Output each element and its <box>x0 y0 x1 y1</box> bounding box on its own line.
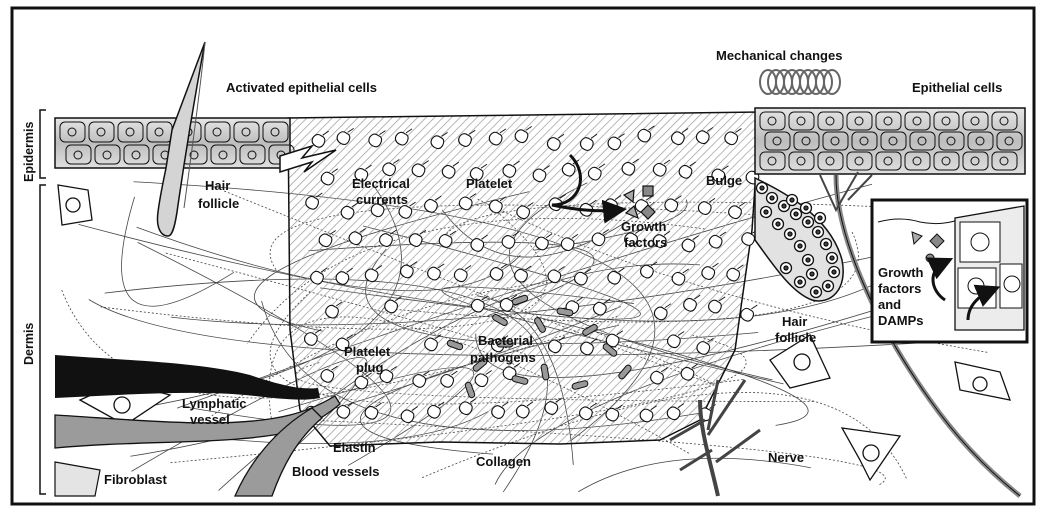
growth-factors-line2: factors <box>624 235 667 250</box>
inset-growth-factors-line4: DAMPs <box>878 313 924 328</box>
dermis-label: Dermis <box>22 323 36 365</box>
inset-growth-factors-line3: and <box>878 297 901 312</box>
hair-follicle-left-line2: follicle <box>198 196 239 211</box>
platelet-plug-line1: Platelet <box>344 344 391 359</box>
electrical-currents-line2: currents <box>356 192 408 207</box>
epidermis-right <box>755 108 1025 174</box>
epidermis-label: Epidermis <box>22 122 36 182</box>
electrical-currents-line1: Electrical <box>352 176 410 191</box>
nerve-label: Nerve <box>768 450 804 465</box>
blood-vessels-label: Blood vessels <box>292 464 379 479</box>
growth-factors-line1: Growth <box>621 219 667 234</box>
collagen-label: Collagen <box>476 454 531 469</box>
inset-growth-factors-line2: factors <box>878 281 921 296</box>
lymphatic-vessel-line2: vessel <box>190 412 230 427</box>
mechanical-changes-label: Mechanical changes <box>716 48 842 63</box>
bulge-label: Bulge <box>706 173 742 188</box>
epithelial-cells-label: Epithelial cells <box>912 80 1002 95</box>
platelet-label: Platelet <box>466 176 513 191</box>
hair-follicle-left-line1: Hair <box>205 178 230 193</box>
bacterial-pathogens-line2: pathogens <box>470 350 536 365</box>
hair-follicle-right-line1: Hair <box>782 314 807 329</box>
elastin-label: Elastin <box>333 440 376 455</box>
activated-epithelial-cells-label: Activated epithelial cells <box>226 80 377 95</box>
lymphatic-vessel-line1: Lymphatic <box>182 396 247 411</box>
inset-growth-factors-line1: Growth <box>878 265 924 280</box>
hair-follicle-right-line2: follicle <box>775 330 816 345</box>
fibroblast-label: Fibroblast <box>104 472 168 487</box>
platelet-plug-line2: plug <box>356 360 383 375</box>
bacterial-pathogens-line1: Bacterial <box>478 333 533 348</box>
